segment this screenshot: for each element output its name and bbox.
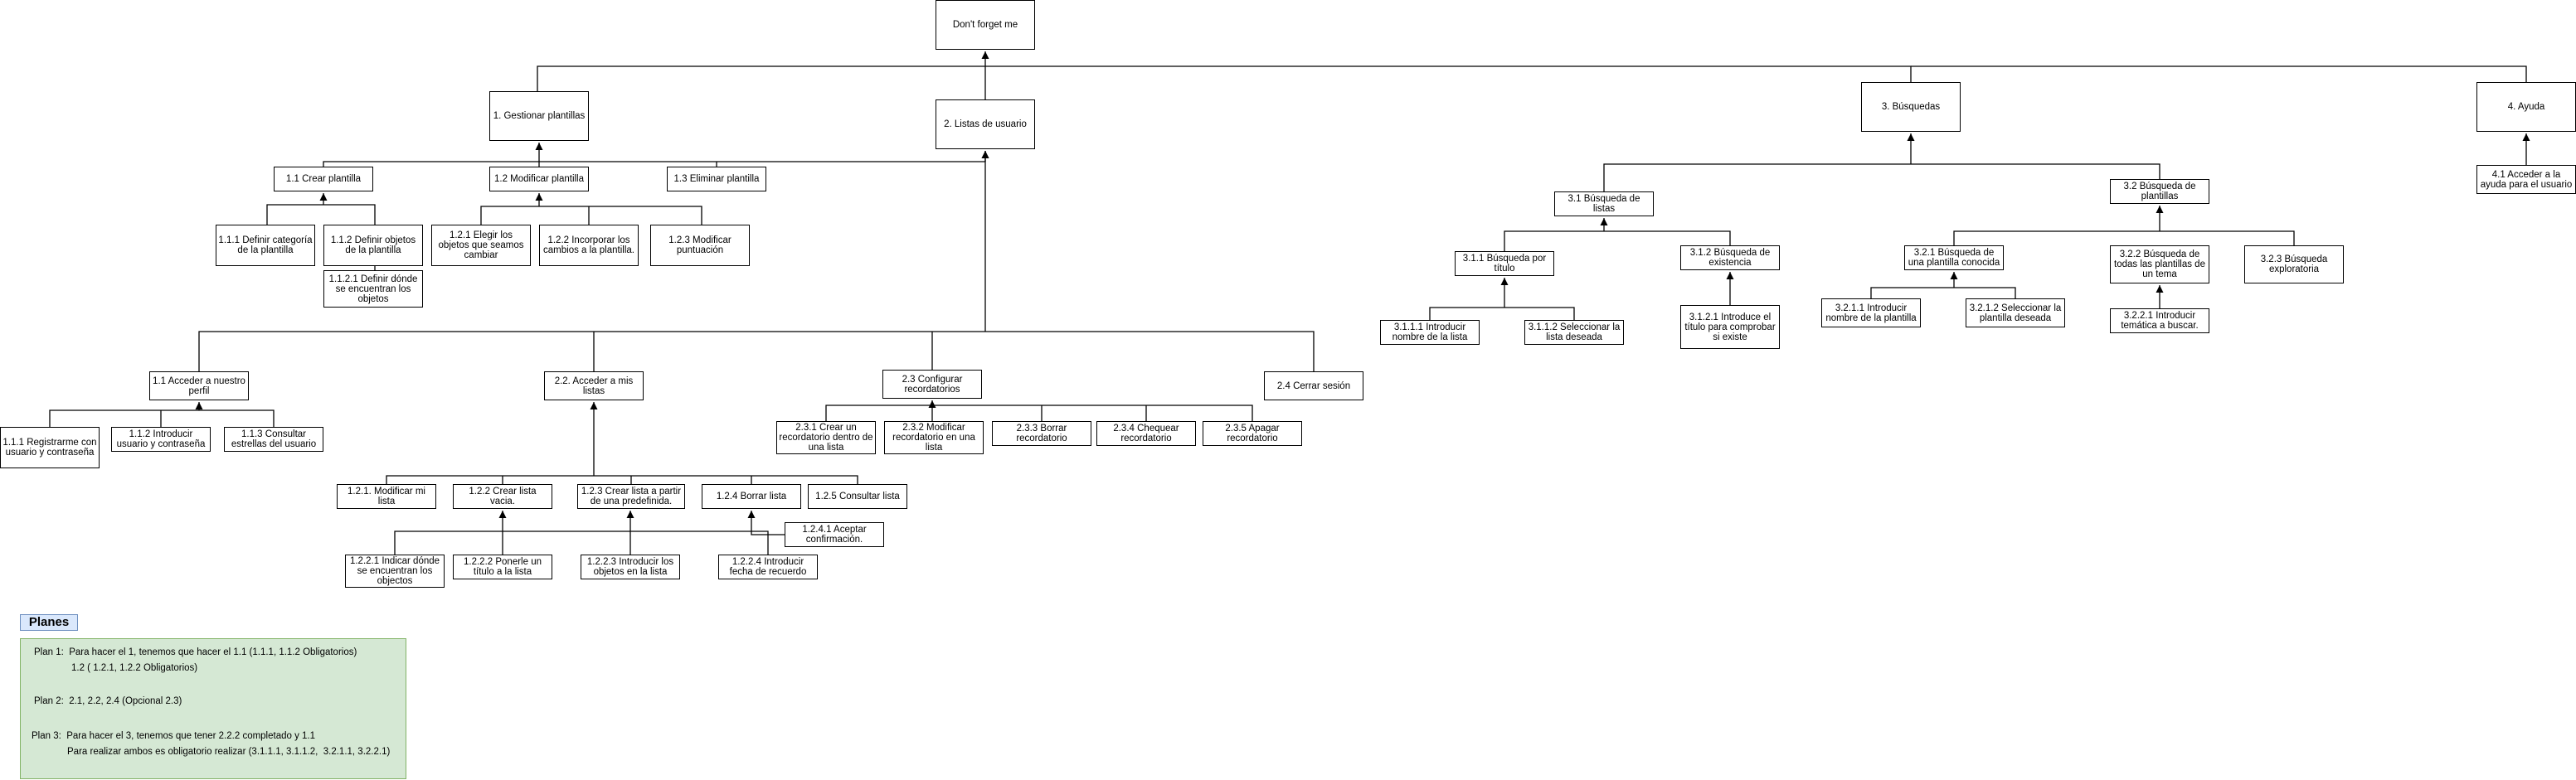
connector-2 xyxy=(985,65,1912,82)
task-node-n4[interactable]: 4. Ayuda xyxy=(2476,82,2576,132)
connector-25 xyxy=(1870,287,2016,298)
plan-1-line: Plan 1: Para hacer el 1, tenemos que hac… xyxy=(34,647,357,657)
task-node-n2-2-2-2[interactable]: 1.2.2.2 Ponerle un título a la lista xyxy=(453,555,552,579)
plan-1-continuation: 1.2 ( 1.2.1, 1.2.2 Obligatorios) xyxy=(71,663,198,673)
task-node-n1-2[interactable]: 1.2 Modificar plantilla xyxy=(489,167,589,191)
task-node-n2-2-2-4[interactable]: 1.2.2.4 Introducir fecha de recuerdo xyxy=(718,555,818,579)
task-node-n2-4[interactable]: 2.4 Cerrar sesión xyxy=(1264,371,1363,400)
task-node-n3-2-2[interactable]: 3.2.2 Búsqueda de todas las plantillas d… xyxy=(2110,245,2209,283)
connector-41 xyxy=(394,530,769,555)
task-node-n1-1[interactable]: 1.1 Crear plantilla xyxy=(274,167,373,191)
arrowhead-28 xyxy=(2522,133,2530,141)
task-node-n1[interactable]: 1. Gestionar plantillas xyxy=(489,91,589,141)
connector-36 xyxy=(386,475,858,484)
task-node-n3-2-3[interactable]: 3.2.3 Búsqueda exploratoria xyxy=(2244,245,2344,283)
task-node-n1-1-1[interactable]: 1.1.1 Definir categoría de la plantilla xyxy=(216,225,315,266)
connector-12 xyxy=(480,206,702,225)
arrowhead-11 xyxy=(319,193,328,201)
task-node-n2-1-2[interactable]: 1.1.2 Introducir usuario y contraseña xyxy=(111,427,211,452)
task-node-n2-2-5[interactable]: 1.2.5 Consultar lista xyxy=(808,484,907,509)
task-node-n3-2-1[interactable]: 3.2.1 Búsqueda de una plantilla conocida xyxy=(1904,245,2004,270)
connector-10 xyxy=(266,204,376,225)
task-node-n2-3-5[interactable]: 2.3.5 Apagar recordatorio xyxy=(1203,421,1302,446)
task-node-n2-2-2-3[interactable]: 1.2.2.3 Introducir los objetos en la lis… xyxy=(581,555,680,579)
connector-3 xyxy=(1911,65,2527,82)
plans-box: Plan 1: Para hacer el 1, tenemos que hac… xyxy=(20,638,406,779)
arrowhead-26 xyxy=(1950,272,1958,279)
task-node-n1-2-2[interactable]: 1.2.2 Incorporar los cambios a la planti… xyxy=(539,225,639,266)
arrowhead-49 xyxy=(928,400,936,408)
task-node-n1-2-3[interactable]: 1.2.3 Modificar puntuación xyxy=(650,225,750,266)
task-node-n3-1-2-1[interactable]: 3.1.2.1 Introduce el título para comprob… xyxy=(1680,305,1780,349)
task-node-n2-1-3[interactable]: 1.1.3 Consultar estrellas del usuario xyxy=(224,427,323,452)
plan-3-continuation: Para realizar ambos es obligatorio reali… xyxy=(67,747,391,757)
arrowhead-42 xyxy=(498,511,507,518)
task-node-n2-1[interactable]: 1.1 Acceder a nuestro perfil xyxy=(149,371,249,400)
connector-20 xyxy=(1429,307,1575,320)
arrowhead-27 xyxy=(2156,285,2164,293)
connector-45 xyxy=(751,511,785,535)
arrowhead-22 xyxy=(1726,272,1734,279)
task-node-n2-3-3[interactable]: 2.3.3 Borrar recordatorio xyxy=(992,421,1091,446)
task-node-n2-2-4-1[interactable]: 1.2.4.1 Aceptar confirmación. xyxy=(785,522,884,547)
task-node-n1-3[interactable]: 1.3 Eliminar plantilla xyxy=(667,167,766,191)
task-node-n3-2-1-2[interactable]: 3.2.1.2 Seleccionar la plantilla deseada xyxy=(1966,298,2065,327)
task-node-n3-1-1-2[interactable]: 3.1.1.2 Seleccionar la lista deseada xyxy=(1524,320,1624,345)
task-node-n3-1[interactable]: 3.1 Búsqueda de listas xyxy=(1554,191,1654,216)
task-node-n2-2-2[interactable]: 1.2.2 Crear lista vacia. xyxy=(453,484,552,509)
task-node-n3-1-2[interactable]: 3.1.2 Búsqueda de existencia xyxy=(1680,245,1780,270)
arrowhead-1 xyxy=(981,51,989,59)
arrowhead-45 xyxy=(747,511,756,518)
arrowhead-19 xyxy=(1600,218,1608,225)
task-node-n3[interactable]: 3. Búsquedas xyxy=(1861,82,1961,132)
task-node-n3-2[interactable]: 3.2 Búsqueda de plantillas xyxy=(2110,179,2209,204)
connector-0 xyxy=(537,65,985,91)
task-node-n3-1-1-1[interactable]: 3.1.1.1 Introducir nombre de la lista xyxy=(1380,320,1480,345)
arrowhead-32 xyxy=(981,151,989,158)
task-node-n3-1-1[interactable]: 3.1.1 Búsqueda por título xyxy=(1455,251,1554,276)
task-node-n2-2-3[interactable]: 1.2.3 Crear lista a partir de una predef… xyxy=(577,484,685,509)
task-node-n2[interactable]: 2. Listas de usuario xyxy=(936,99,1035,149)
task-node-n2-2[interactable]: 2.2. Acceder a mis listas xyxy=(544,371,644,400)
task-node-n3-2-2-1[interactable]: 3.2.2.1 Introducir temática a buscar. xyxy=(2110,308,2209,333)
task-node-n1-1-2[interactable]: 1.1.2 Definir objetos de la plantilla xyxy=(323,225,423,266)
task-node-n2-1-1[interactable]: 1.1.1 Registrarme con usuario y contrase… xyxy=(0,427,100,468)
task-node-n2-2-2-1[interactable]: 1.2.2.1 Indicar dónde se encuentran los … xyxy=(345,555,445,588)
connector-5 xyxy=(323,161,985,167)
task-node-n2-2-1[interactable]: 1.2.1. Modificar mi lista xyxy=(337,484,436,509)
plan-2-line: Plan 2: 2.1, 2.2, 2.4 (Opcional 2.3) xyxy=(34,696,182,706)
arrowhead-9 xyxy=(535,143,543,150)
arrowhead-17 xyxy=(1907,133,1915,141)
plans-title: Planes xyxy=(20,614,78,631)
task-node-n2-3[interactable]: 2.3 Configurar recordatorios xyxy=(882,370,982,399)
task-node-n2-3-1[interactable]: 2.3.1 Crear un recordatorio dentro de un… xyxy=(776,421,876,454)
task-node-n2-3-2[interactable]: 2.3.2 Modificar recordatorio en una list… xyxy=(884,421,984,454)
task-node-n1-1-2-1[interactable]: 1.1.2.1 Definir dónde se encuentran los … xyxy=(323,270,423,308)
plan-3-line: Plan 3: Para hacer el 3, tenemos que ten… xyxy=(32,731,316,741)
task-node-n4-1[interactable]: 4.1 Acceder a la ayuda para el usuario xyxy=(2476,165,2576,194)
arrowhead-40 xyxy=(590,402,598,409)
task-node-n1-2-1[interactable]: 1.2.1 Elegir los objetos que seamos camb… xyxy=(431,225,531,266)
connector-29 xyxy=(198,331,1315,371)
arrowhead-44 xyxy=(626,511,634,518)
arrowhead-24 xyxy=(2156,206,2164,213)
connector-33 xyxy=(49,409,275,427)
arrowhead-35 xyxy=(195,402,203,409)
task-node-n2-3-4[interactable]: 2.3.4 Chequear recordatorio xyxy=(1096,421,1196,446)
task-node-root[interactable]: Don't forget me xyxy=(936,0,1035,50)
task-node-n2-2-4[interactable]: 1.2.4 Borrar lista xyxy=(702,484,801,509)
connector-46 xyxy=(825,405,1253,421)
connector-16 xyxy=(1603,163,2160,191)
connector-18 xyxy=(1504,230,1731,251)
arrowhead-14 xyxy=(535,193,543,201)
task-node-n3-2-1-1[interactable]: 3.2.1.1 Introducir nombre de la plantill… xyxy=(1821,298,1921,327)
arrowhead-21 xyxy=(1500,278,1509,285)
connector-23 xyxy=(1953,230,2295,245)
